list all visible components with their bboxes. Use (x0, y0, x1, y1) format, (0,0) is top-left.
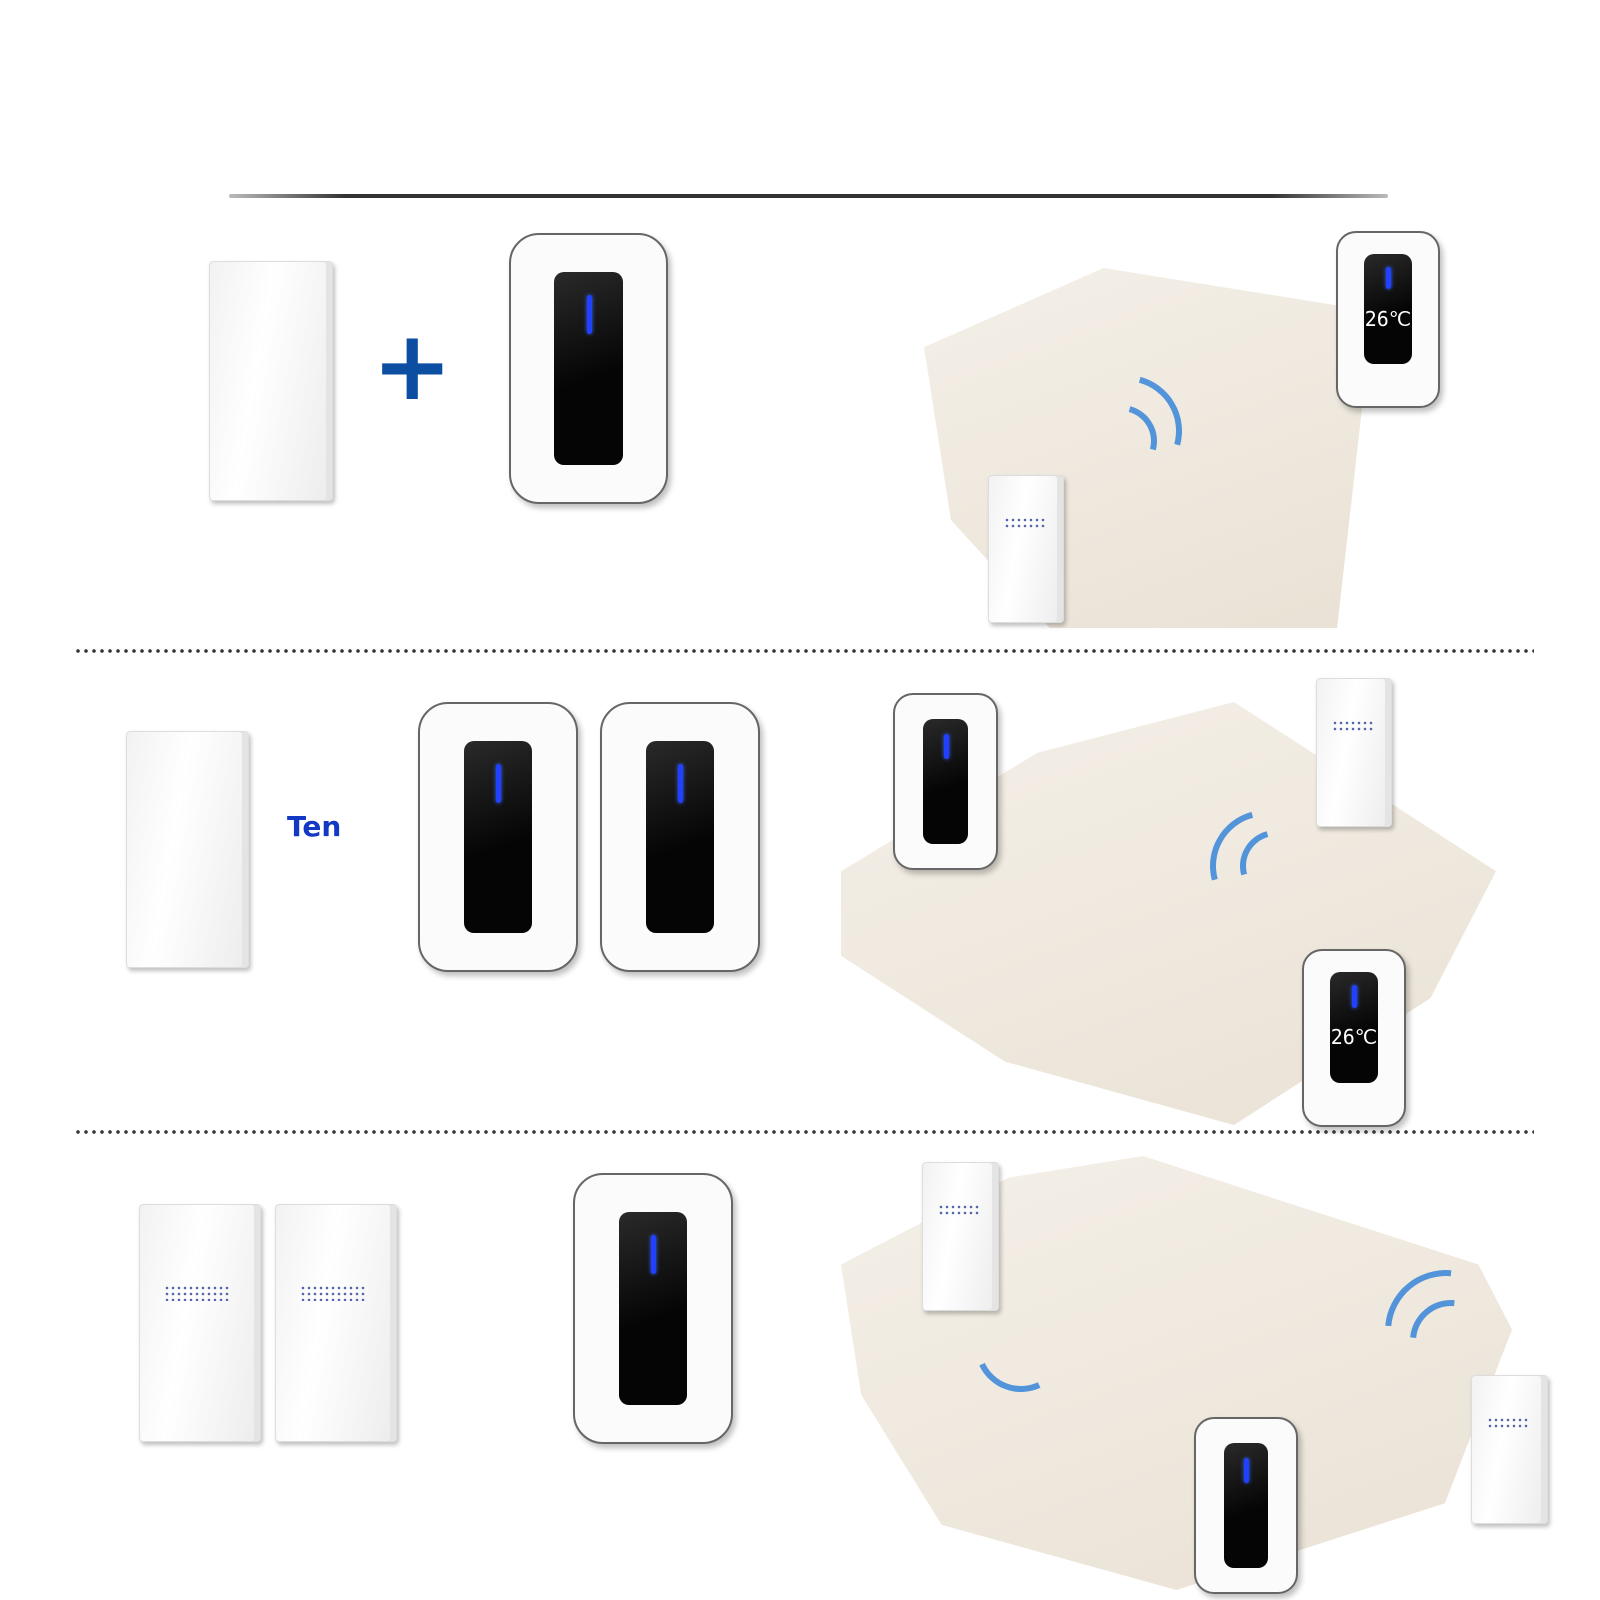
receiver-unit (988, 475, 1064, 623)
temperature-display: 26℃ (1364, 306, 1412, 331)
receiver-unit (275, 1204, 397, 1442)
receiver-unit (922, 1162, 999, 1311)
count-label: Ten (287, 810, 342, 843)
doorbell-button (418, 702, 578, 972)
doorbell-button (573, 1173, 733, 1444)
receiver-unit (209, 261, 333, 501)
doorbell-button-display: 26℃ (1336, 231, 1440, 408)
receiver-unit (126, 731, 249, 968)
doorbell-button (600, 702, 760, 972)
plus-icon: + (372, 310, 453, 422)
doorbell-button (893, 693, 998, 870)
temperature-display: 26℃ (1330, 1025, 1378, 1050)
header-divider (229, 194, 1388, 198)
section-divider (74, 649, 1534, 653)
section-divider (74, 1130, 1534, 1134)
receiver-unit (139, 1204, 261, 1442)
doorbell-button-display: 26℃ (1302, 949, 1406, 1127)
receiver-unit (1316, 678, 1392, 827)
doorbell-button (1194, 1417, 1298, 1594)
led-indicator (586, 295, 592, 334)
receiver-unit (1471, 1375, 1548, 1524)
doorbell-button (509, 233, 668, 504)
